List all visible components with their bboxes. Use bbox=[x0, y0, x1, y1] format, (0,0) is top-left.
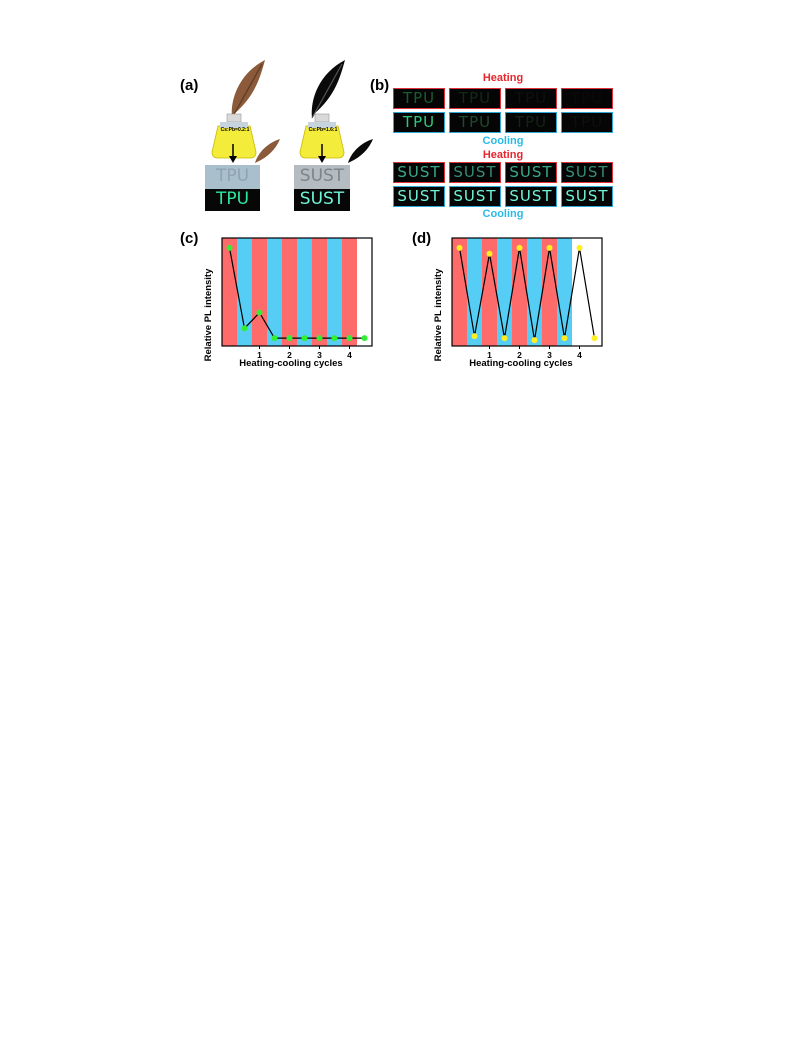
tpu-cooling-tile-3: TPU bbox=[505, 112, 557, 133]
heating-band bbox=[222, 238, 237, 346]
series-line bbox=[228, 247, 365, 339]
heating-band bbox=[252, 238, 267, 346]
small-feather-icon bbox=[348, 139, 373, 163]
cooling-band bbox=[327, 238, 342, 346]
cooling-band bbox=[297, 238, 312, 346]
sust-cooling-tile-2: SUST bbox=[449, 186, 501, 207]
cooling-band bbox=[267, 238, 282, 346]
plot-frame bbox=[451, 237, 603, 347]
cooling-band bbox=[527, 238, 542, 346]
x-tick-label: 4 bbox=[577, 350, 582, 360]
data-point bbox=[546, 244, 553, 251]
sust-heating-tile-4: SUST bbox=[561, 162, 613, 183]
tpu-heating-tile-4: TPU bbox=[561, 88, 613, 109]
plot-area: 1 2 3 4 bbox=[221, 237, 373, 360]
y-axis-title: Relative PL intensity bbox=[203, 268, 214, 361]
sust-heating-tile-3: SUST bbox=[505, 162, 557, 183]
plot-frame bbox=[221, 237, 373, 347]
x-tick-label: 1 bbox=[487, 350, 492, 360]
data-point bbox=[271, 335, 278, 342]
cooling-label: Cooling bbox=[482, 135, 524, 147]
tpu-heating-tile-2: TPU bbox=[449, 88, 501, 109]
data-point bbox=[531, 337, 538, 344]
heating-band bbox=[282, 238, 297, 346]
panel-label-c: (c) bbox=[180, 230, 199, 247]
arrow-down-icon bbox=[229, 144, 237, 163]
data-point bbox=[331, 335, 338, 342]
photo-word-glow: TPU bbox=[215, 189, 250, 209]
tpu-heating-tile-1: TPU bbox=[393, 88, 445, 109]
data-point bbox=[361, 335, 368, 342]
sust-cooling-tile-1: SUST bbox=[393, 186, 445, 207]
panel-label-a: (a) bbox=[180, 77, 199, 94]
uv-photo-left: TPU bbox=[205, 189, 260, 211]
photo-word: SUST bbox=[299, 166, 345, 186]
bottle-label-left: Cs:Pb=0.2:1 bbox=[220, 127, 250, 133]
data-point bbox=[516, 244, 523, 251]
daylight-photo-left: TPU bbox=[205, 165, 260, 189]
cooling-label: Cooling bbox=[482, 208, 524, 220]
panel-label-d: (d) bbox=[412, 230, 432, 247]
plot-area: 1 2 3 4 bbox=[451, 237, 603, 360]
sust-cooling-tile-3: SUST bbox=[505, 186, 557, 207]
data-point bbox=[591, 335, 598, 342]
data-point bbox=[316, 335, 323, 342]
cooling-band bbox=[557, 238, 572, 346]
x-tick-label: 1 bbox=[257, 350, 262, 360]
data-point bbox=[561, 335, 568, 342]
data-point bbox=[226, 244, 233, 251]
daylight-photo-right: SUST bbox=[294, 165, 350, 189]
chart-c: 1 2 3 4 Relative PL intensity Heating-cooli… bbox=[203, 237, 373, 369]
tpu-cooling-tile-4: TPU bbox=[561, 112, 613, 133]
x-axis-title: Heating-cooling cycles bbox=[239, 358, 342, 369]
panel-label-b: (b) bbox=[370, 77, 390, 94]
data-point bbox=[346, 335, 353, 342]
data-point bbox=[301, 335, 308, 342]
sust-cooling-tile-4: SUST bbox=[561, 186, 613, 207]
chart-d: 1 2 3 4 Relative PL intensity Heating-cooli… bbox=[433, 237, 603, 369]
x-axis-title: Heating-cooling cycles bbox=[469, 358, 572, 369]
heating-band bbox=[482, 238, 497, 346]
data-point bbox=[241, 325, 248, 332]
data-point bbox=[456, 244, 463, 251]
cooling-band bbox=[467, 238, 482, 346]
y-axis-title: Relative PL intensity bbox=[433, 268, 444, 361]
x-tick-label: 3 bbox=[547, 350, 552, 360]
ink-bottle-icon bbox=[211, 113, 257, 159]
feather-icon bbox=[311, 60, 345, 119]
heating-label: Heating bbox=[482, 72, 524, 84]
tpu-cooling-tile-2: TPU bbox=[449, 112, 501, 133]
uv-photo-right: SUST bbox=[294, 189, 350, 211]
x-tick-label: 2 bbox=[287, 350, 292, 360]
heating-band bbox=[342, 238, 357, 346]
small-feather-icon bbox=[255, 139, 280, 163]
tpu-cooling-tile-1: TPU bbox=[393, 112, 445, 133]
heating-band bbox=[452, 238, 467, 346]
sust-heating-tile-2: SUST bbox=[449, 162, 501, 183]
data-point bbox=[256, 309, 263, 316]
photo-word: TPU bbox=[215, 166, 250, 186]
arrow-down-icon bbox=[318, 144, 326, 163]
series-line bbox=[458, 247, 596, 341]
heating-band bbox=[512, 238, 527, 346]
x-tick-label: 4 bbox=[347, 350, 352, 360]
sust-heating-tile-1: SUST bbox=[393, 162, 445, 183]
data-point bbox=[486, 250, 493, 257]
cooling-band bbox=[237, 238, 252, 346]
data-point bbox=[286, 335, 293, 342]
photo-word-glow: SUST bbox=[299, 189, 345, 209]
tpu-heating-tile-3: TPU bbox=[505, 88, 557, 109]
cooling-band bbox=[497, 238, 512, 346]
heating-band bbox=[542, 238, 557, 346]
heating-band bbox=[312, 238, 327, 346]
data-point bbox=[576, 244, 583, 251]
x-tick-label: 3 bbox=[317, 350, 322, 360]
feather-icon bbox=[231, 60, 265, 119]
x-tick-label: 2 bbox=[517, 350, 522, 360]
ink-bottle-icon bbox=[299, 113, 345, 159]
data-point bbox=[471, 333, 478, 340]
heating-label: Heating bbox=[482, 149, 524, 161]
bottle-label-right: Cs:Pb=1.6:1 bbox=[308, 127, 338, 133]
data-point bbox=[501, 335, 508, 342]
